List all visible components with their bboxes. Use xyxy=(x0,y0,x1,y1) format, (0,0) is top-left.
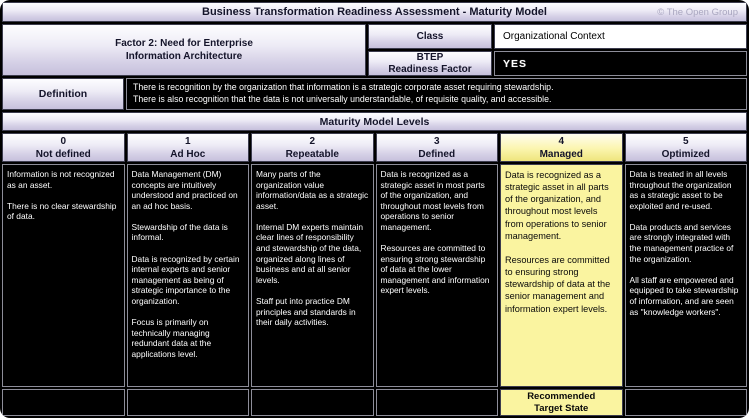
level-number: 3 xyxy=(433,135,440,147)
level-footer-optimized xyxy=(624,389,747,416)
level-number: 2 xyxy=(309,135,316,147)
page-title: Business Transformation Readiness Assess… xyxy=(202,6,547,18)
level-name: Defined xyxy=(418,148,456,160)
definition-text: There is recognition by the organization… xyxy=(126,78,747,110)
title-bar: Business Transformation Readiness Assess… xyxy=(2,2,747,22)
level-description-repeatable: Many parts of the organization value inf… xyxy=(251,164,374,387)
level-description-optimized: Data is treated in all levels throughout… xyxy=(624,164,747,387)
btep-readiness-factor-label: BTEP Readiness Factor xyxy=(368,51,492,76)
level-footer-repeatable xyxy=(251,389,374,416)
level-description-managed: Data is recognized as a strategic asset … xyxy=(500,164,623,387)
level-number: 1 xyxy=(184,135,191,147)
factor-header-block: Factor 2: Need for Enterprise Informatio… xyxy=(2,24,747,76)
level-header-not-defined: 0 Not defined xyxy=(2,133,125,162)
definition-label: Definition xyxy=(2,78,124,110)
level-description-defined: Data is recognized as a strategic asset … xyxy=(375,164,498,387)
maturity-levels-header: Maturity Model Levels xyxy=(2,112,747,131)
copyright-notice: © The Open Group xyxy=(657,6,738,18)
btep-readiness-factor-value: YES xyxy=(494,51,747,76)
level-name: Repeatable xyxy=(285,148,339,160)
class-value: Organizational Context xyxy=(494,24,747,49)
level-header-repeatable: 2 Repeatable xyxy=(251,133,374,162)
level-description-ad-hoc: Data Management (DM) concepts are intuit… xyxy=(126,164,249,387)
level-number: 4 xyxy=(558,135,565,147)
level-name: Optimized xyxy=(661,148,710,160)
class-label: Class xyxy=(368,24,492,49)
level-header-defined: 3 Defined xyxy=(375,133,498,162)
level-number: 5 xyxy=(682,135,689,147)
definition-row: Definition There is recognition by the o… xyxy=(2,78,747,110)
level-header-ad-hoc: 1 Ad Hoc xyxy=(126,133,249,162)
level-footer-defined xyxy=(375,389,498,416)
level-header-managed: 4 Managed xyxy=(500,133,623,162)
level-name: Ad Hoc xyxy=(170,148,206,160)
level-number: 0 xyxy=(60,135,67,147)
maturity-levels-grid: 0 Not defined 1 Ad Hoc 2 Repeatable 3 De… xyxy=(2,133,747,416)
level-description-not-defined: Information is not recognized as an asse… xyxy=(2,164,125,387)
factor-title: Factor 2: Need for Enterprise Informatio… xyxy=(2,24,366,76)
level-footer-not-defined xyxy=(2,389,125,416)
recommended-target-state-badge: Recommended Target State xyxy=(500,389,623,416)
level-name: Not defined xyxy=(35,148,91,160)
level-name: Managed xyxy=(539,148,583,160)
level-header-optimized: 5 Optimized xyxy=(624,133,747,162)
level-footer-ad-hoc xyxy=(126,389,249,416)
